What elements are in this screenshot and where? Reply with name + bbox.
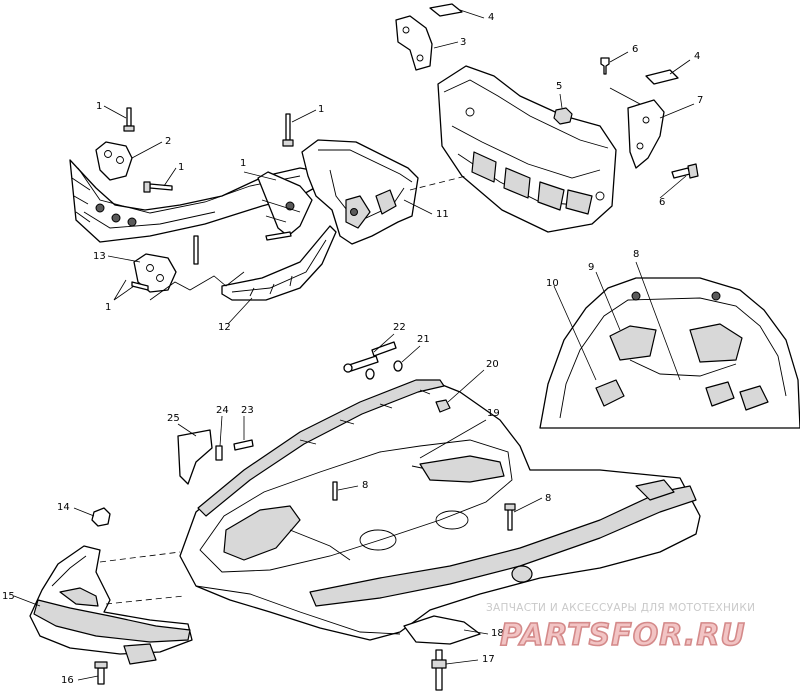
callout-c6b: 6 [659, 197, 665, 208]
callout-c11: 11 [436, 209, 449, 220]
leader-lines [13, 9, 695, 681]
callout-c1c: 1 [240, 158, 246, 169]
callout-c4b: 4 [694, 51, 700, 62]
front-frame-assembly [69, 107, 419, 301]
belly-pan-assembly [177, 341, 701, 691]
callout-c21: 21 [417, 334, 430, 345]
watermark-brand: PARTSFOR.RU [500, 618, 746, 653]
callout-c5: 5 [556, 81, 562, 92]
callout-c1b: 1 [178, 162, 184, 173]
callout-c13: 13 [93, 251, 106, 262]
callout-c4a: 4 [488, 12, 494, 23]
callout-c2: 2 [165, 136, 171, 147]
callout-c25: 25 [167, 413, 180, 424]
callout-c20: 20 [486, 359, 499, 370]
callout-c24: 24 [216, 405, 229, 416]
callout-c23: 23 [241, 405, 254, 416]
callout-c17: 17 [482, 654, 495, 665]
callout-c7: 7 [697, 95, 703, 106]
callout-c18: 18 [491, 628, 504, 639]
callout-c19: 19 [487, 408, 500, 419]
callout-c15: 15 [2, 591, 15, 602]
callout-c1e: 1 [105, 302, 111, 313]
front-bumper-assembly [29, 507, 193, 685]
callout-c10: 10 [546, 278, 559, 289]
callout-c6a: 6 [632, 44, 638, 55]
callout-c14: 14 [57, 502, 70, 513]
callout-c1a: 1 [96, 101, 102, 112]
callout-c8c: 8 [545, 493, 551, 504]
rear-bulkhead-assembly [395, 3, 699, 233]
callout-c22: 22 [393, 322, 406, 333]
watermark: ЗАПЧАСТИ И АКСЕССУАРЫ ДЛЯ МОТОТЕХНИКИ PA… [486, 602, 755, 654]
callout-c16: 16 [61, 675, 74, 686]
callout-c8a: 8 [633, 249, 639, 260]
callout-c3: 3 [460, 37, 466, 48]
callout-c12: 12 [218, 322, 231, 333]
callout-c8b: 8 [362, 480, 368, 491]
watermark-tagline: ЗАПЧАСТИ И АКСЕССУАРЫ ДЛЯ МОТОТЕХНИКИ [486, 602, 755, 614]
callout-c1d: 1 [318, 104, 324, 115]
callout-c9: 9 [588, 262, 594, 273]
